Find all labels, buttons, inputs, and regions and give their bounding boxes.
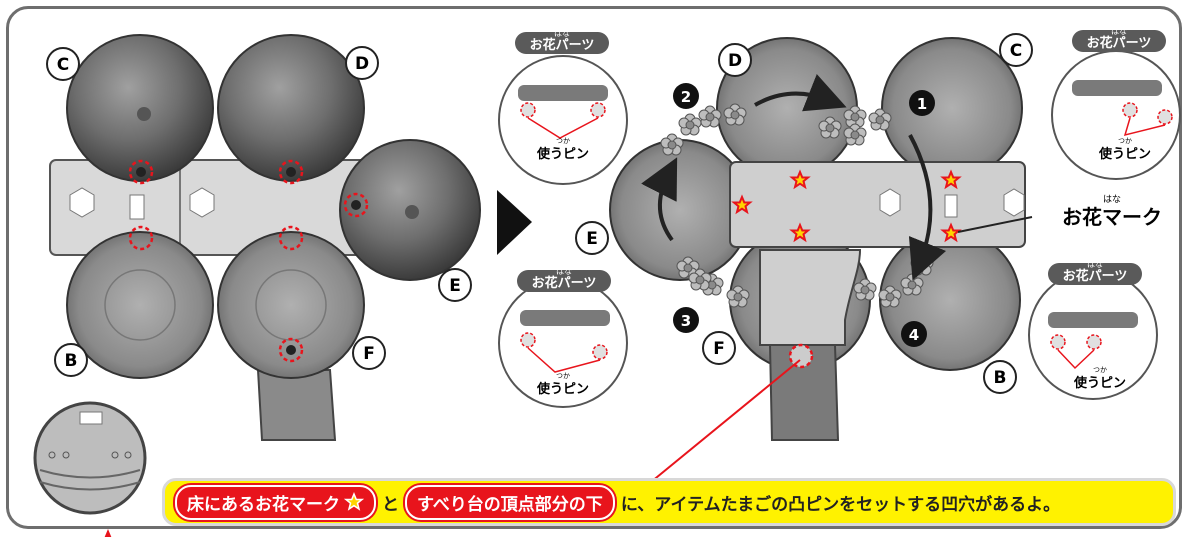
left-assembly: [49, 34, 481, 441]
flower-mark-leader: [957, 216, 1033, 233]
label-c: C: [57, 55, 69, 75]
right-assembly: [609, 37, 1026, 441]
label-b-right: B: [994, 368, 1007, 388]
step-2: 2: [681, 88, 691, 106]
svg-text:つか: つか: [556, 372, 570, 380]
label-e: E: [449, 276, 461, 296]
arrow-step-2: [754, 74, 847, 112]
next-arrow-icon: [497, 190, 532, 255]
banner-pill-slide: すべり台の頂点部分の下: [405, 484, 615, 520]
step-numbers: 1 2 3 4: [673, 83, 935, 347]
dome-c: [66, 34, 214, 182]
banner-pill-floor: 床にあるお花マーク: [175, 484, 376, 520]
pin-label: 使うピン: [536, 381, 589, 397]
label-d: D: [355, 54, 369, 74]
banner-leader-line: [650, 359, 801, 483]
floor-panel: [729, 161, 1026, 248]
banner-part2: すべり台の頂点部分の下: [417, 494, 603, 515]
label-e-right: E: [586, 229, 598, 249]
left-letter-labels: C D E B F: [46, 46, 472, 377]
svg-text:はな: はな: [556, 267, 572, 276]
pin-label: 使うピン: [1073, 375, 1126, 391]
flower-star-icon: [344, 492, 364, 511]
instruction-banner: 床にあるお花マーク と すべり台の頂点部分の下 に、アイテムたまごの凸ピンをセッ…: [162, 478, 1176, 526]
callout-bottom-right: はな お花パーツ つか 使うピン: [1028, 260, 1158, 400]
step-4: 4: [909, 326, 919, 344]
banner-part1: 床にあるお花マーク: [187, 494, 340, 515]
bowl-b: [66, 231, 214, 379]
callout-title: お花パーツ: [1087, 35, 1152, 51]
pin-markers: [128, 159, 369, 363]
svg-text:はな: はな: [1087, 260, 1103, 269]
svg-text:つか: つか: [1118, 137, 1132, 145]
banner-connector: と: [382, 494, 399, 515]
pin-label: 使うピン: [536, 146, 589, 162]
slide-apex-hole: [788, 343, 814, 369]
flower-mark-ruby: はな: [1103, 194, 1121, 205]
callout-bottom-left: はな お花パーツ つか 使うピン: [498, 267, 628, 408]
svg-text:つか: つか: [1093, 366, 1107, 374]
label-f-right: F: [713, 339, 725, 359]
callout-title: お花パーツ: [1063, 268, 1128, 284]
pin-label: 使うピン: [1098, 146, 1151, 162]
slide-right: [768, 344, 840, 441]
svg-text:つか: つか: [556, 137, 570, 145]
label-f: F: [363, 344, 375, 364]
bowl-c: [881, 37, 1023, 179]
step-3: 3: [681, 312, 691, 330]
bowl-f: [217, 231, 365, 379]
svg-text:はな: はな: [554, 29, 570, 38]
slide: [256, 369, 337, 441]
arrow-step-3: [641, 157, 678, 242]
label-d-right: D: [728, 51, 742, 71]
bowl-b2: [879, 229, 1021, 371]
right-letter-labels: D C E F B: [575, 33, 1033, 394]
flower-mark-label: お花マーク: [1062, 205, 1162, 229]
label-b: B: [65, 351, 78, 371]
banner-part3: に、アイテムたまごの凸ピンをセットする凹穴があるよ。: [620, 494, 1061, 515]
callout-title: お花パーツ: [532, 275, 597, 291]
callout-title: お花パーツ: [530, 37, 595, 53]
arrow-step-1: [908, 134, 947, 281]
step-1: 1: [917, 95, 927, 113]
svg-text:はな: はな: [1111, 27, 1127, 36]
callout-top-left: はな お花パーツ つか 使うピン: [498, 29, 628, 185]
dome-d: [217, 34, 365, 182]
label-c-right: C: [1010, 41, 1022, 61]
zoom-detail: [33, 401, 147, 537]
callout-top-right: はな お花パーツ つか 使うピン: [1051, 27, 1181, 180]
